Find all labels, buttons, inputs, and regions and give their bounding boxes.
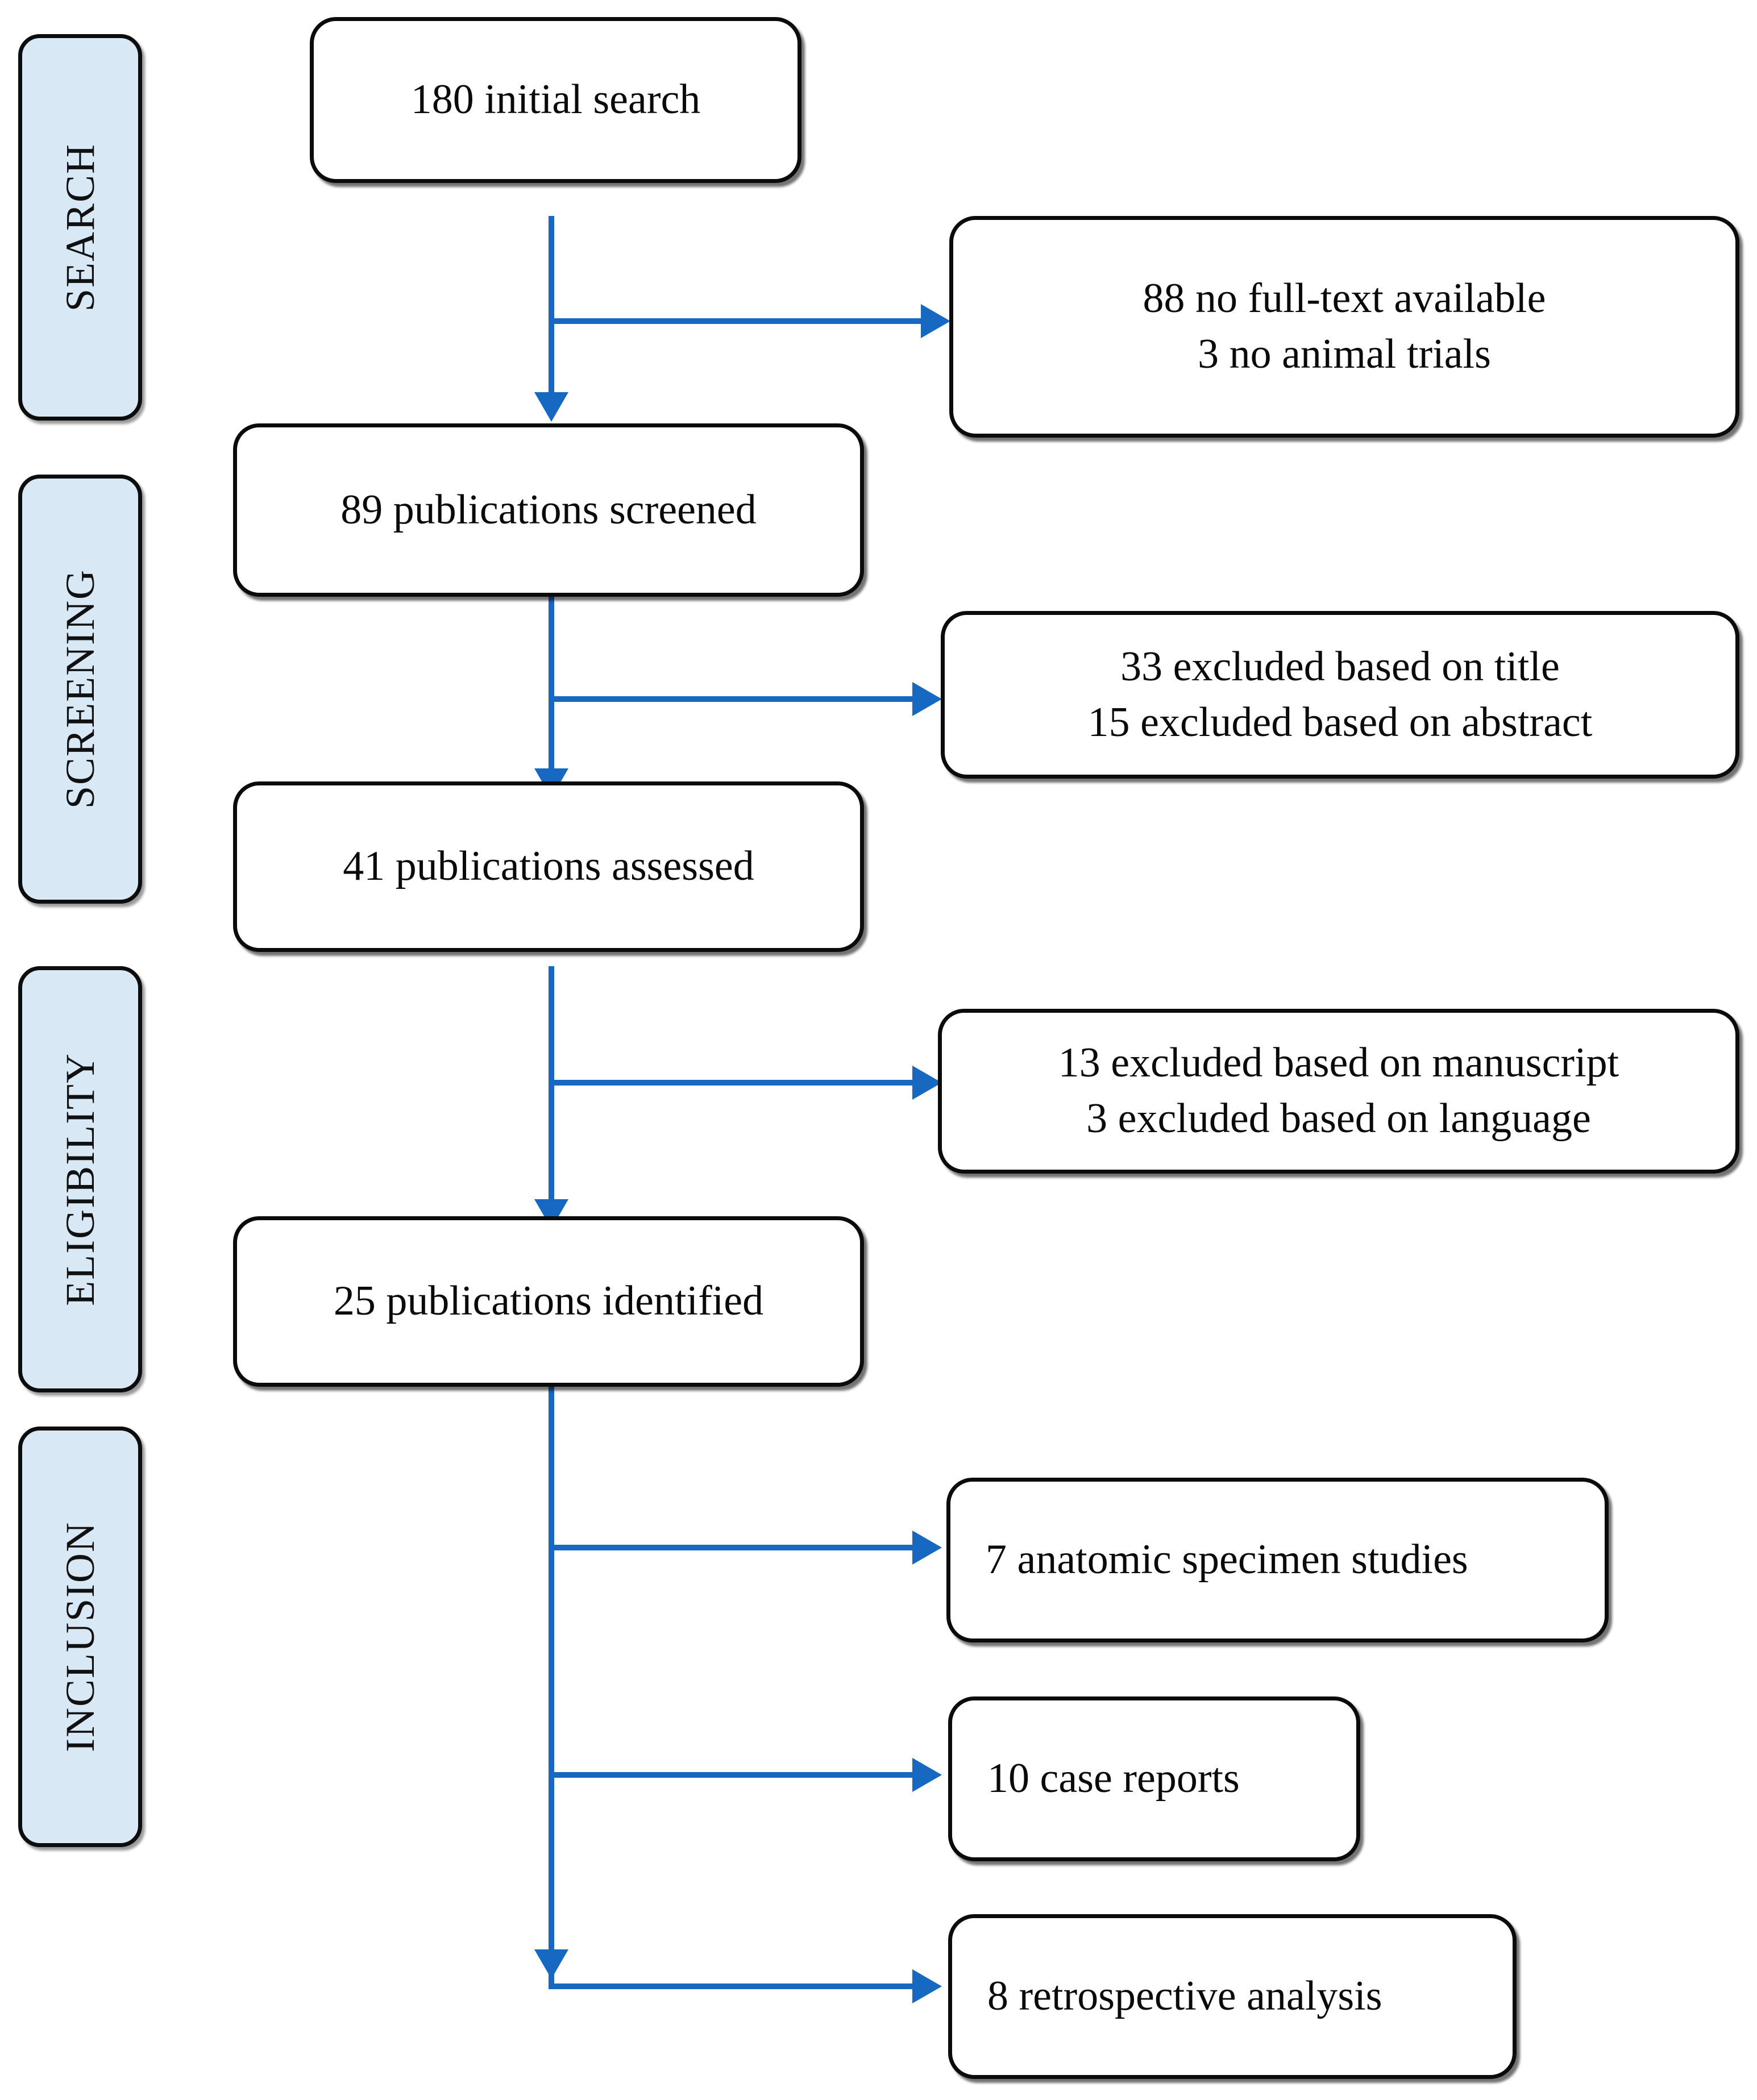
connector-branch-outcome-3 xyxy=(549,1983,918,1989)
stage-label-screening: SCREENING xyxy=(18,475,142,904)
outcome-box-case-reports: 10 case reports xyxy=(948,1696,1360,1861)
exclusion-search-line-1: 88 no full-text available xyxy=(1143,275,1546,322)
exclusion-search-line-2: 3 no animal trials xyxy=(1198,331,1491,377)
exclusion-box-screening-lines: 33 excluded based on title 15 excluded b… xyxy=(1088,639,1593,750)
arrowhead-outcomes-terminal xyxy=(534,1949,568,1979)
connector-assessed-to-identified xyxy=(549,966,554,1205)
stage-label-inclusion-text: INCLUSION xyxy=(57,1521,103,1752)
arrowhead-outcome-2 xyxy=(912,1758,942,1792)
flow-box-initial-search-label: 180 initial search xyxy=(410,76,701,123)
arrowhead-eligibility-exclusions xyxy=(912,1066,942,1100)
arrowhead-search-exclusions xyxy=(921,304,950,338)
stage-label-search-text: SEARCH xyxy=(57,143,103,312)
stage-label-eligibility: ELIGIBILITY xyxy=(18,966,142,1392)
exclusion-eligibility-line-2: 3 excluded based on language xyxy=(1086,1095,1591,1142)
exclusion-eligibility-line-1: 13 excluded based on manuscript xyxy=(1058,1039,1619,1087)
outcome-box-retrospective-analysis: 8 retrospective analysis xyxy=(948,1914,1517,2079)
stage-label-search: SEARCH xyxy=(18,34,142,421)
exclusion-box-search-lines: 88 no full-text available 3 no animal tr… xyxy=(1143,271,1546,382)
outcome-box-retrospective-analysis-label: 8 retrospective analysis xyxy=(987,1973,1382,2020)
flow-box-publications-assessed: 41 publications assessed xyxy=(233,781,864,952)
connector-screened-to-assessed xyxy=(549,597,554,773)
arrowhead-outcome-3 xyxy=(912,1969,942,2003)
connector-branch-eligibility-exclusions xyxy=(549,1080,918,1086)
arrowhead-outcome-1 xyxy=(912,1531,942,1565)
flow-box-initial-search: 180 initial search xyxy=(310,17,801,183)
connector-identification-to-screened xyxy=(549,216,554,397)
flow-box-publications-screened: 89 publications screened xyxy=(233,423,864,597)
outcome-box-case-reports-label: 10 case reports xyxy=(987,1755,1240,1802)
stage-label-inclusion: INCLUSION xyxy=(18,1427,142,1847)
exclusion-box-search: 88 no full-text available 3 no animal tr… xyxy=(949,216,1739,438)
connector-branch-outcome-1 xyxy=(549,1545,918,1550)
flow-box-publications-screened-label: 89 publications screened xyxy=(340,486,757,533)
flow-box-publications-identified-label: 25 publications identified xyxy=(333,1278,764,1325)
flow-box-publications-identified: 25 publications identified xyxy=(233,1216,864,1387)
arrowhead-screening-exclusions xyxy=(912,682,942,716)
flow-box-publications-assessed-label: 41 publications assessed xyxy=(343,843,754,890)
stage-label-eligibility-text: ELIGIBILITY xyxy=(57,1053,103,1306)
connector-branch-search-exclusions xyxy=(549,318,927,324)
outcome-box-anatomic-specimen-studies: 7 anatomic specimen studies xyxy=(946,1478,1609,1642)
stage-label-screening-text: SCREENING xyxy=(57,569,103,809)
arrowhead-to-screened xyxy=(534,392,568,422)
exclusion-screening-line-2: 15 excluded based on abstract xyxy=(1087,698,1593,746)
connector-identified-to-outcomes xyxy=(549,1387,554,1986)
exclusion-screening-line-1: 33 excluded based on title xyxy=(1120,643,1560,690)
connector-branch-outcome-2 xyxy=(549,1772,918,1778)
connector-branch-screening-exclusions xyxy=(549,696,918,702)
exclusion-box-eligibility: 13 excluded based on manuscript 3 exclud… xyxy=(938,1009,1739,1174)
exclusion-box-eligibility-lines: 13 excluded based on manuscript 3 exclud… xyxy=(1058,1036,1619,1146)
outcome-box-anatomic-specimen-studies-label: 7 anatomic specimen studies xyxy=(986,1536,1468,1583)
exclusion-box-screening: 33 excluded based on title 15 excluded b… xyxy=(941,611,1739,779)
